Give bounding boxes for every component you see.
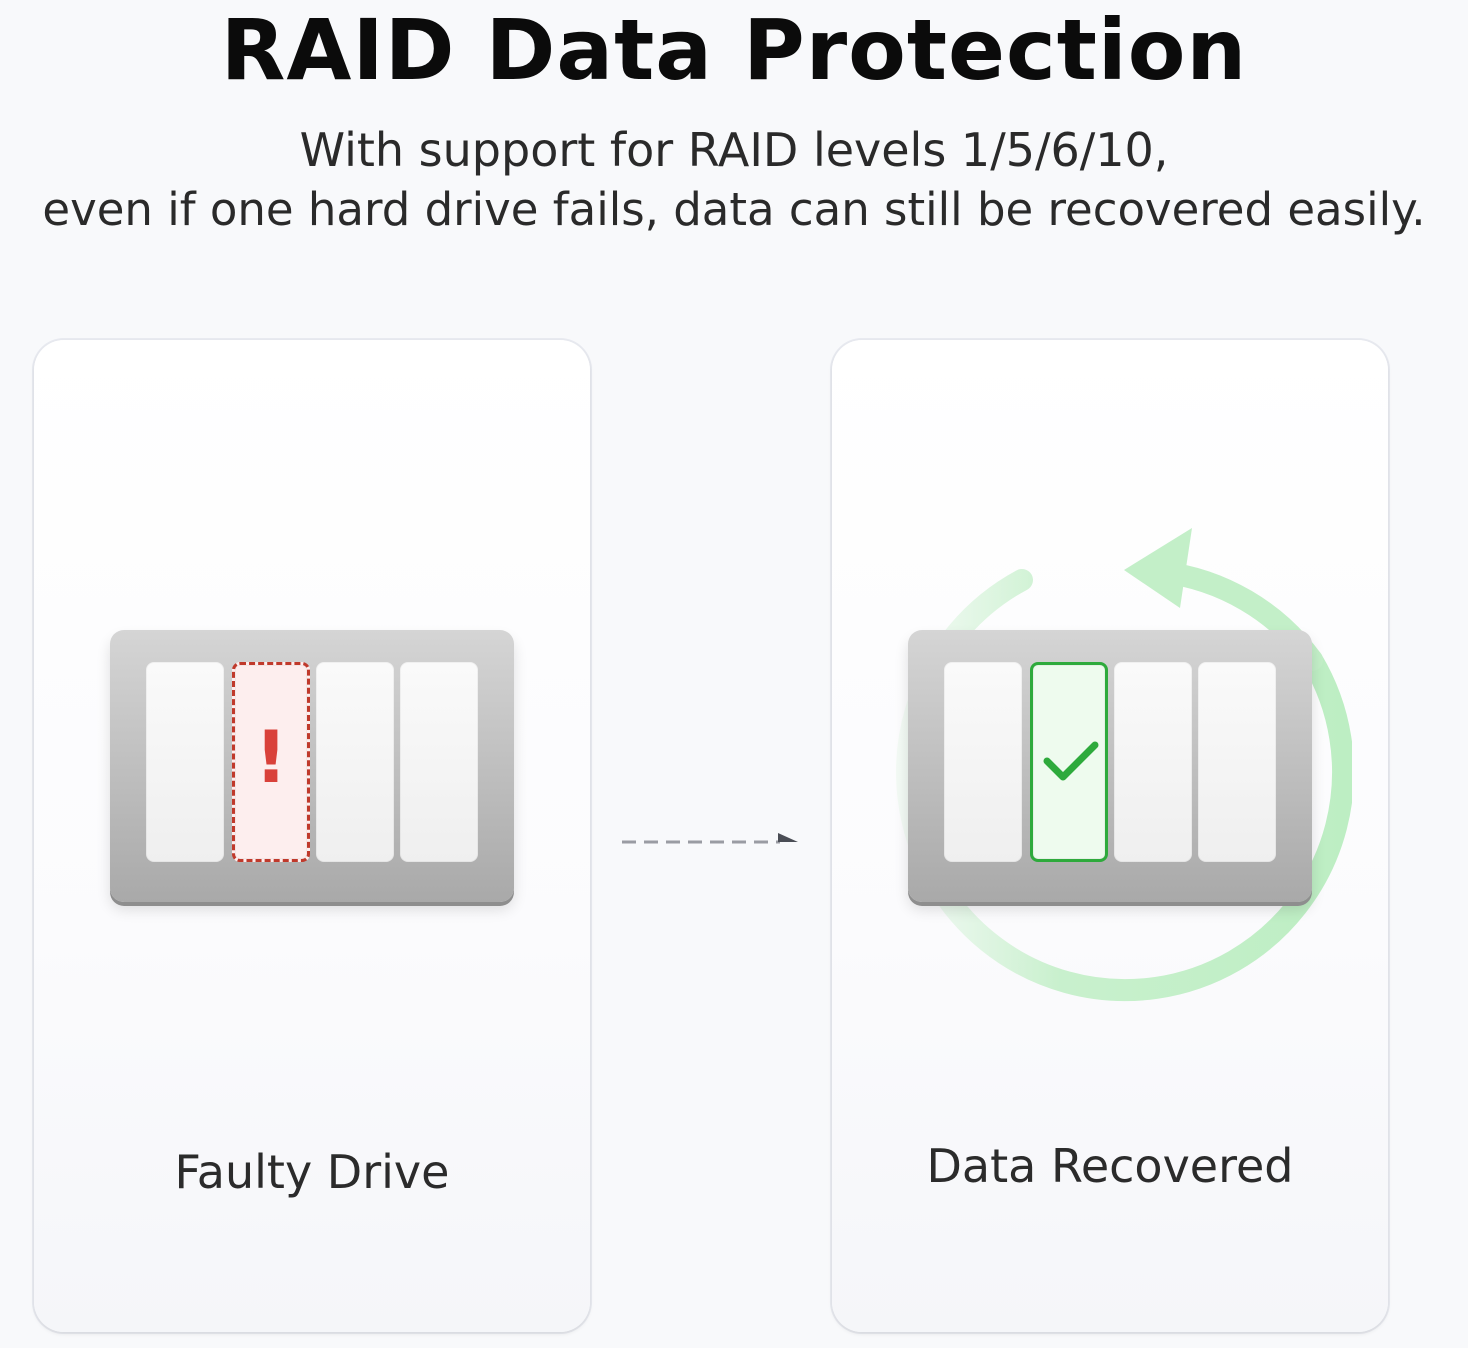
drive-bay [944,662,1022,862]
faulty-drive-label: Faulty Drive [174,1145,450,1199]
data-recovered-card: Data Recovered [832,340,1388,1332]
drive-bay [400,662,478,862]
faulty-drive-card: ! Faulty Drive [34,340,590,1332]
checkmark-icon [1043,741,1099,781]
drive-bay [1114,662,1192,862]
nas-enclosure [908,630,1312,902]
exclamation-icon: ! [254,715,288,799]
drive-bay [316,662,394,862]
nas-enclosure: ! [110,630,514,902]
drive-bay [146,662,224,862]
data-recovered-label: Data Recovered [926,1139,1294,1193]
subtitle-line-1: With support for RAID levels 1/5/6/10, [299,123,1169,177]
faulty-drive-bay: ! [232,662,310,862]
dashed-arrow-icon [622,833,798,844]
page-title: RAID Data Protection [220,1,1248,99]
drive-bay [1198,662,1276,862]
subtitle-line-2: even if one hard drive fails, data can s… [42,183,1426,236]
recovered-drive-bay [1030,662,1108,862]
